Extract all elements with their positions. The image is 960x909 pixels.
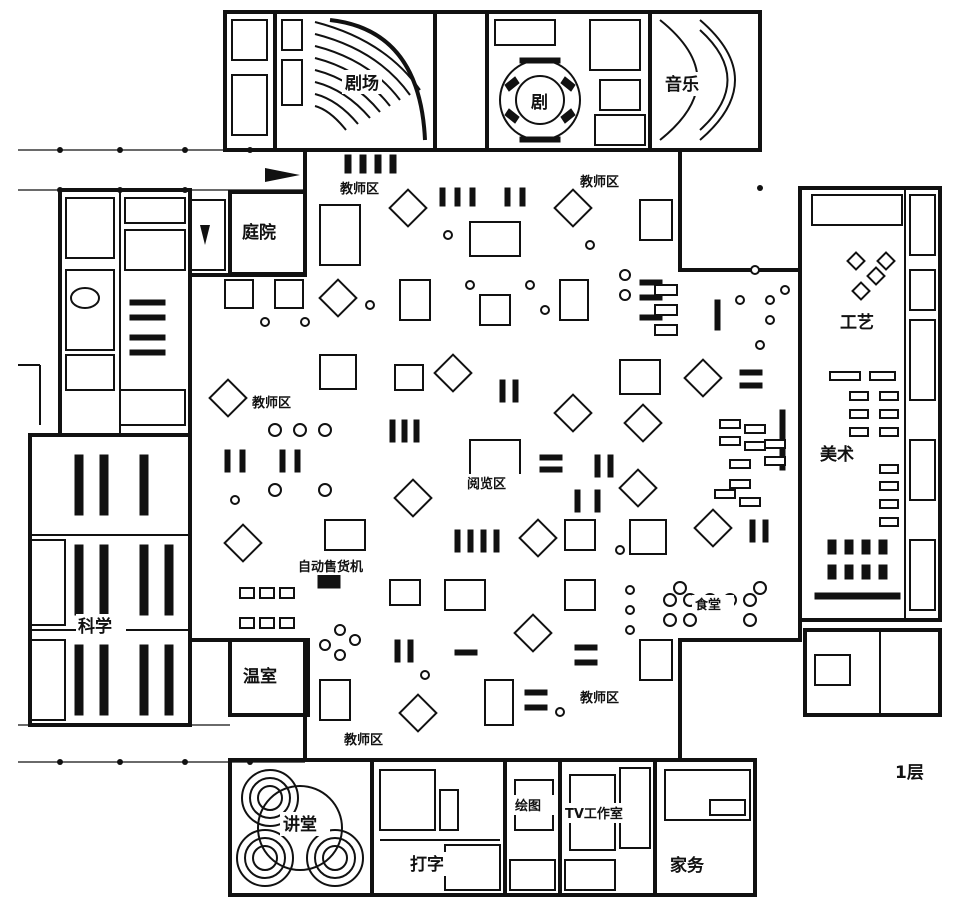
label-teacher-bottom-left: 教师区 (343, 732, 383, 748)
left-block (28, 188, 192, 727)
greenhouse-room (228, 638, 310, 717)
courtyard-room (189, 190, 307, 276)
right-block (798, 186, 942, 717)
label-theater: 剧 (531, 93, 548, 113)
lecture-hall-seating (236, 769, 364, 887)
label-teacher-bottom-right: 教师区 (579, 690, 619, 706)
drama-seating (314, 18, 427, 141)
label-teacher-top-left: 教师区 (339, 181, 379, 197)
label-lecture: 讲堂 (283, 814, 317, 835)
label-typing: 打字 (410, 854, 444, 875)
label-teacher-top-right: 教师区 (579, 174, 619, 190)
label-floor: 1层 (895, 763, 924, 783)
label-science: 科学 (78, 616, 112, 637)
label-tv-studio: TV工作室 (565, 806, 623, 822)
label-vending: 自动售货机 (298, 559, 363, 575)
label-drama: 剧场 (345, 74, 379, 94)
label-drawing: 绘图 (515, 798, 541, 814)
label-music: 音乐 (665, 74, 699, 95)
label-art: 美术 (820, 444, 854, 465)
label-cafeteria: 食堂 (695, 597, 721, 613)
label-reading: 阅览区 (467, 476, 506, 492)
top-block (223, 10, 762, 152)
central-furniture (208, 154, 790, 733)
label-courtyard: 庭院 (242, 222, 276, 243)
planter-tables (239, 587, 295, 629)
label-craft: 工艺 (840, 312, 874, 333)
label-teacher-mid-left: 教师区 (251, 395, 291, 411)
room-labels: 剧场 剧 音乐 庭院 教师区 教师区 教师区 教师区 教师区 工艺 美术 科学 … (76, 70, 924, 877)
label-home-economics: 家务 (670, 855, 705, 876)
label-greenhouse: 温室 (243, 666, 277, 687)
theater-stage (494, 19, 646, 146)
